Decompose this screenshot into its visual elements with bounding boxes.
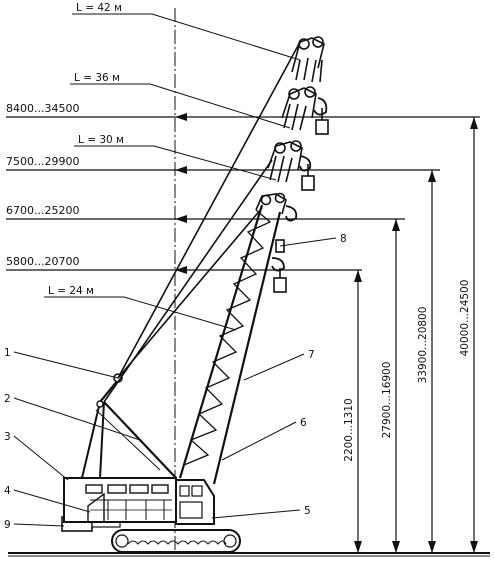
boom-head-24 [255,192,298,293]
machine-house [63,477,177,523]
height-dimension-lines [357,117,475,553]
crawler-track [111,529,241,553]
boom-label-24: L = 24 м [48,285,94,297]
radius-range-42: 8400...34500 [6,102,79,115]
height-range-30: 27900...16900 [381,362,393,439]
boom-pendants [103,41,301,403]
part-2-label: 2 [4,393,11,405]
radius-arrows [175,113,187,274]
boom-label-42: L = 42 м [76,2,122,14]
lattice-boom [178,204,282,485]
part-6-label: 6 [300,417,307,429]
height-range-24: 2200...1310 [343,398,355,461]
ground-line [8,552,490,557]
part-7-label: 7 [308,349,315,361]
operator-cab [175,479,215,525]
boom-label-30: L = 30 м [78,134,124,146]
part-9-label: 9 [4,519,11,531]
boom-label-leaders [44,13,301,331]
radius-range-24: 5800...20700 [6,255,79,268]
part-1-label: 1 [4,347,11,359]
boom-head-42 [291,36,325,83]
height-arrows [354,117,478,553]
height-range-42: 40000...24500 [459,280,471,357]
boom-head-36 [281,86,329,135]
part-8-label: 8 [340,233,347,245]
radius-range-36: 7500...29900 [6,155,79,168]
part-leaders [13,237,337,527]
boom-label-36: L = 36 м [74,72,120,84]
part-4-label: 4 [4,485,11,497]
height-range-36: 33900...20800 [417,307,429,384]
part-5-label: 5 [304,505,311,517]
boom-head-30 [267,140,315,191]
part-3-label: 3 [4,431,11,443]
gantry-frame [81,373,177,479]
radius-range-30: 6700...25200 [6,204,79,217]
